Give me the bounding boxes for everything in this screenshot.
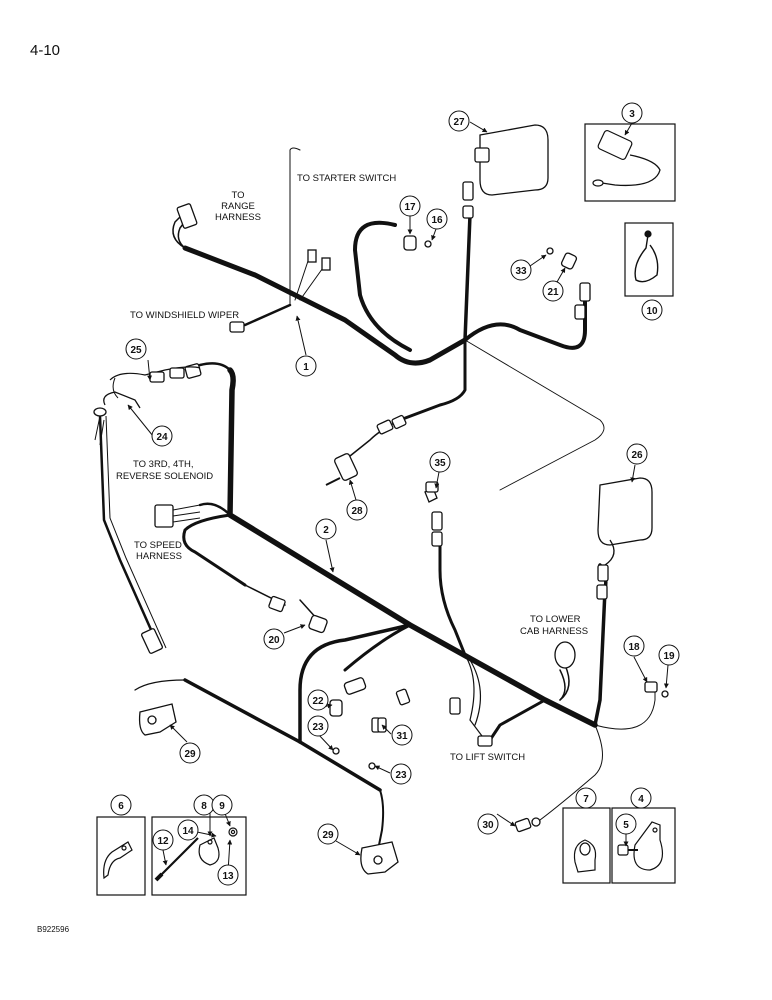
svg-text:3: 3 <box>629 109 635 120</box>
callout-29-left: 29 <box>179 742 201 764</box>
svg-text:18: 18 <box>628 642 640 653</box>
callout-13: 13 <box>217 864 239 886</box>
svg-text:1: 1 <box>303 362 309 373</box>
callout-4: 4 <box>630 787 652 809</box>
callout-10: 10 <box>641 299 663 321</box>
callout-28: 28 <box>346 499 368 521</box>
module-27 <box>474 124 549 196</box>
svg-text:24: 24 <box>156 432 168 443</box>
svg-text:4: 4 <box>638 794 644 805</box>
svg-text:23: 23 <box>312 722 324 733</box>
callout-29-bottom: 29 <box>317 823 339 845</box>
callout-26: 26 <box>626 443 648 465</box>
figure-code: B922596 <box>37 925 70 934</box>
clamp-29-left <box>138 703 177 736</box>
svg-text:10: 10 <box>646 306 658 317</box>
callout-35: 35 <box>429 451 451 473</box>
callout-33: 33 <box>510 259 532 281</box>
label-to-range-2: RANGE <box>221 201 255 212</box>
svg-text:26: 26 <box>631 450 643 461</box>
callout-9: 9 <box>211 794 233 816</box>
callout-24: 24 <box>151 425 173 447</box>
svg-text:22: 22 <box>312 696 324 707</box>
callout-12: 12 <box>152 829 174 851</box>
callout-22: 22 <box>307 689 329 711</box>
label-to-lift-switch: TO LIFT SWITCH <box>450 752 525 763</box>
detail-box-8-9 <box>151 816 247 896</box>
svg-text:25: 25 <box>130 345 142 356</box>
svg-text:35: 35 <box>434 458 446 469</box>
callouts <box>127 121 669 873</box>
label-to-reverse-1: TO 3RD, 4TH, <box>133 459 194 470</box>
svg-text:23: 23 <box>395 770 407 781</box>
svg-text:8: 8 <box>201 801 207 812</box>
svg-text:6: 6 <box>118 801 124 812</box>
svg-text:21: 21 <box>547 287 559 298</box>
svg-text:20: 20 <box>268 635 280 646</box>
label-to-speed-1: TO SPEED <box>134 540 182 551</box>
svg-text:19: 19 <box>663 651 675 662</box>
label-to-lower-cab-1: TO LOWER <box>530 614 581 625</box>
detail-box-3 <box>584 123 676 202</box>
detail-box-6 <box>96 816 146 896</box>
callout-20: 20 <box>263 628 285 650</box>
label-to-range-1: TO <box>231 190 244 201</box>
svg-text:28: 28 <box>351 506 363 517</box>
svg-text:16: 16 <box>431 215 443 226</box>
callout-markers: 1 2 3 27 17 16 33 21 10 25 24 28 35 26 2… <box>110 102 680 886</box>
callout-6: 6 <box>110 794 132 816</box>
callout-5: 5 <box>615 813 637 835</box>
detail-box-10 <box>624 222 674 297</box>
callout-18: 18 <box>623 635 645 657</box>
detail-box-7 <box>562 807 611 884</box>
callout-31: 31 <box>391 724 413 746</box>
callout-1: 1 <box>295 355 317 377</box>
svg-text:33: 33 <box>515 266 527 277</box>
callout-25: 25 <box>125 338 147 360</box>
callout-21: 21 <box>542 280 564 302</box>
page-number: 4-10 <box>30 42 60 59</box>
callout-23b: 23 <box>390 763 412 785</box>
callout-8: 8 <box>193 794 215 816</box>
svg-text:31: 31 <box>396 731 408 742</box>
module-26 <box>597 477 653 566</box>
svg-text:29: 29 <box>184 749 196 760</box>
callout-2: 2 <box>315 518 337 540</box>
label-to-range-3: HARNESS <box>215 212 261 223</box>
label-to-speed-2: HARNESS <box>136 551 182 562</box>
callout-3: 3 <box>621 102 643 124</box>
svg-text:12: 12 <box>157 836 169 847</box>
label-to-reverse-2: REVERSE SOLENOID <box>116 471 213 482</box>
callout-16: 16 <box>426 208 448 230</box>
label-to-lower-cab-2: CAB HARNESS <box>520 626 588 637</box>
svg-text:7: 7 <box>583 794 589 805</box>
callout-27: 27 <box>448 110 470 132</box>
callout-17: 17 <box>399 195 421 217</box>
harness-2-lower <box>134 362 656 851</box>
callout-23a: 23 <box>307 715 329 737</box>
label-to-windshield-wiper: TO WINDSHIELD WIPER <box>130 310 239 321</box>
diagram-labels: TO STARTER SWITCH TO RANGE HARNESS TO WI… <box>116 173 588 763</box>
label-to-starter-switch: TO STARTER SWITCH <box>297 173 396 184</box>
svg-text:9: 9 <box>219 801 225 812</box>
callout-14: 14 <box>177 819 199 841</box>
callout-30: 30 <box>477 813 499 835</box>
harness-1-connectors <box>176 181 591 486</box>
callout-19: 19 <box>658 644 680 666</box>
svg-text:30: 30 <box>482 820 494 831</box>
detail-box-4 <box>611 807 676 884</box>
svg-text:14: 14 <box>182 826 194 837</box>
svg-text:2: 2 <box>323 525 329 536</box>
svg-text:29: 29 <box>322 830 334 841</box>
svg-text:27: 27 <box>453 117 465 128</box>
clamp-29-bottom <box>360 841 399 875</box>
svg-text:17: 17 <box>404 202 416 213</box>
callout-7: 7 <box>575 787 597 809</box>
svg-text:5: 5 <box>623 820 629 831</box>
svg-text:13: 13 <box>222 871 234 882</box>
sender-24-25 <box>93 366 201 654</box>
